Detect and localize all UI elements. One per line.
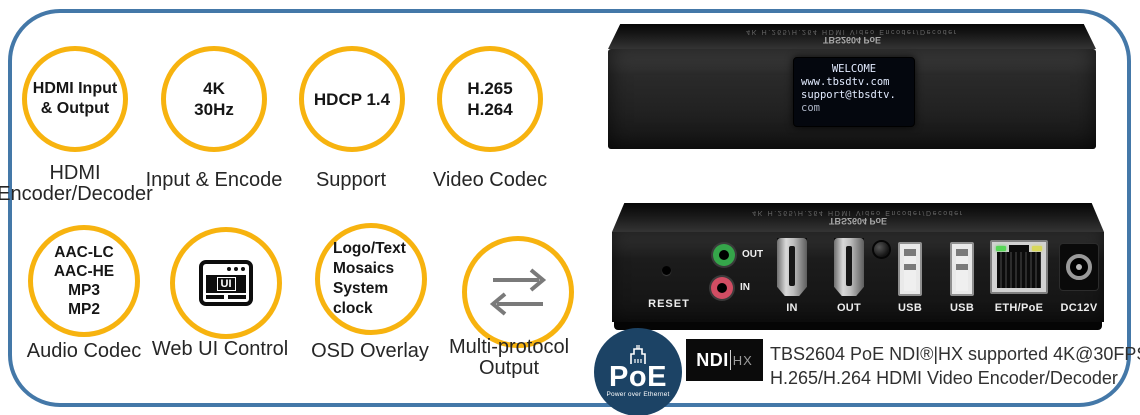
reset-label: RESET <box>648 298 690 310</box>
usb-1-label: USB <box>897 302 923 314</box>
product-description: TBS2604 PoE NDI®|HX supported 4K@30FPS H… <box>770 342 1140 390</box>
ui-label: UI <box>216 277 236 291</box>
oled-line: com <box>801 102 820 114</box>
poe-circle: PoE Power over Ethernet <box>594 328 682 415</box>
feature-caption-support: Support <box>315 169 387 191</box>
feature-text: 30Hz <box>194 100 234 119</box>
feature-text: MP3 <box>68 282 100 299</box>
description-line-2: H.265/H.264 HDMI Video Encoder/Decoder <box>770 368 1118 388</box>
ndi-hx-text: HX <box>732 352 753 368</box>
ethernet-green-led <box>996 246 1006 251</box>
device-top-print: TBS2604 PoE 4K H.265/H.264 HDMI Video En… <box>752 209 964 227</box>
feature-text: System clock <box>333 280 389 317</box>
eth-poe-label: ETH/PoE <box>994 302 1044 314</box>
device-top-print: TBS2604 PoE 4K H.265/H.264 HDMI Video En… <box>746 28 958 46</box>
dc-power-jack <box>1060 244 1098 290</box>
ethernet-poe-port <box>990 240 1048 294</box>
encoder-rear-view: TBS2604 PoE 4K H.265/H.264 HDMI Video En… <box>612 203 1104 330</box>
feature-caption-hdmi-encoder-decoder: HDMI Encoder/Decoder <box>0 162 153 205</box>
audio-in-jack <box>711 277 733 299</box>
feature-caption-video-codec: Video Codec <box>432 169 548 191</box>
feature-circle-web-ui: UI <box>170 227 282 339</box>
device-bottom-edge <box>614 322 1102 330</box>
audio-in-label: IN <box>740 282 750 293</box>
panel-screw <box>874 242 889 257</box>
feature-text: Mosaics <box>333 260 395 277</box>
ethernet-yellow-led <box>1032 246 1042 251</box>
poe-subtitle: Power over Ethernet <box>606 391 670 398</box>
feature-text: Logo/Text <box>333 240 406 257</box>
feature-caption-audio-codec: Audio Codec <box>26 340 142 362</box>
feature-caption-input-encode: Input & Encode <box>145 169 283 191</box>
feature-caption-multi-protocol-output: Multi-protocol Output <box>448 336 570 379</box>
ndi-logo-text: NDI <box>696 349 729 370</box>
feature-circle-osd: Logo/Text Mosaics System clock <box>315 223 427 335</box>
poe-title: PoE <box>609 361 667 393</box>
feature-circle-h265-h264: H.265 H.264 <box>437 46 543 152</box>
hdmi-in-port <box>777 238 807 296</box>
feature-circle-hdcp: HDCP 1.4 <box>299 46 405 152</box>
multi-protocol-arrows-icon <box>489 268 547 316</box>
ndi-hx-logo-badge: NDI HX <box>686 339 763 381</box>
oled-display: WELCOME www.tbsdtv.com support@tbsdtv. c… <box>793 57 915 127</box>
feature-caption-web-ui-control: Web UI Control <box>151 338 289 360</box>
feature-text: AAC-HE <box>53 263 115 280</box>
browser-content-lines <box>206 295 246 299</box>
description-line-1: TBS2604 PoE NDI®|HX supported 4K@30FPS <box>770 344 1140 364</box>
feature-circle-multi-protocol <box>462 236 574 348</box>
web-ui-browser-icon: UI <box>199 260 253 306</box>
oled-line: support@tbsdtv. <box>801 89 896 101</box>
ndi-logo-separator <box>729 350 731 370</box>
rounded-frame-border <box>8 9 1131 407</box>
hdmi-out-label: OUT <box>836 302 862 314</box>
usb-port-1 <box>898 242 922 296</box>
audio-out-label: OUT <box>742 249 764 260</box>
feature-caption-osd-overlay: OSD Overlay <box>311 340 429 362</box>
reset-button-hole <box>662 266 671 275</box>
poe-logo-badge: PoE Power over Ethernet <box>594 328 682 415</box>
feature-text: H.265 <box>467 79 513 98</box>
device-rear-panel: RESET OUT IN IN OUT USB USB ETH/PoE <box>612 232 1104 322</box>
feature-circle-4k30hz: 4K 30Hz <box>161 46 267 152</box>
hdmi-in-label: IN <box>786 302 798 314</box>
feature-text: H.264 <box>467 100 513 119</box>
feature-circle-audio-codecs: AAC-LC AAC-HE MP3 MP2 <box>28 225 140 337</box>
oled-line: www.tbsdtv.com <box>801 76 890 88</box>
device-top-surface: TBS2604 PoE 4K H.265/H.264 HDMI Video En… <box>612 203 1104 232</box>
browser-address-bar: UI <box>206 275 246 293</box>
feature-circle-hdmi-io: HDMI Input & Output <box>22 46 128 152</box>
feature-text: HDCP 1.4 <box>313 89 391 109</box>
browser-dots-icon <box>227 267 245 271</box>
feature-text: HDMI Input <box>32 80 118 97</box>
dc12v-label: DC12V <box>1060 302 1098 314</box>
device-front-face: WELCOME www.tbsdtv.com support@tbsdtv. c… <box>608 49 1096 149</box>
usb-2-label: USB <box>949 302 975 314</box>
feature-text: & Output <box>40 100 110 117</box>
usb-port-2 <box>950 242 974 296</box>
device-top-surface: TBS2604 PoE 4K H.265/H.264 HDMI Video En… <box>608 24 1096 49</box>
rj45-plug-icon <box>630 345 646 364</box>
feature-text: 4K <box>203 79 225 98</box>
hdmi-out-port <box>834 238 864 296</box>
oled-line: WELCOME <box>831 63 877 75</box>
encoder-front-view: TBS2604 PoE 4K H.265/H.264 HDMI Video En… <box>608 24 1096 149</box>
audio-out-jack <box>713 244 735 266</box>
feature-text: MP2 <box>68 301 100 318</box>
feature-text: AAC-LC <box>54 244 114 261</box>
